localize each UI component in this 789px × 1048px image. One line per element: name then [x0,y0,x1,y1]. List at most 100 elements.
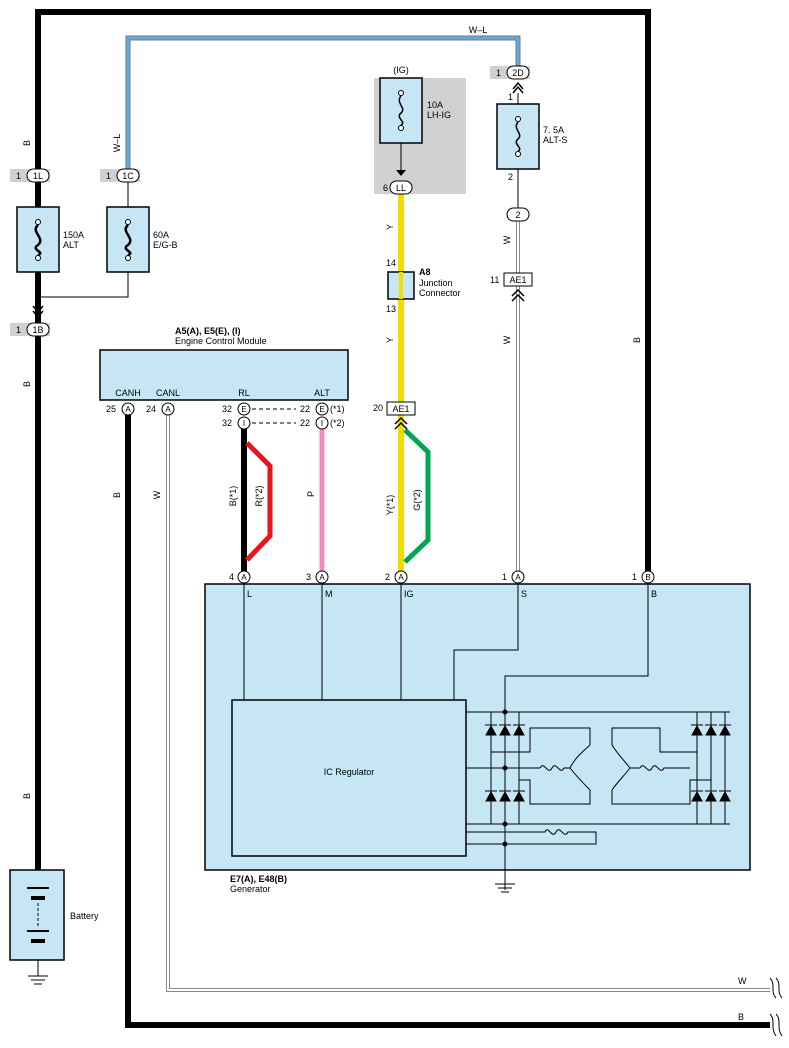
svg-text:CANL: CANL [156,388,180,398]
svg-text:I: I [243,419,245,428]
svg-text:E7(A), E48(B): E7(A), E48(B) [230,874,287,884]
svg-text:3: 3 [306,572,311,582]
battery-main-wire [35,9,651,870]
svg-text:Connector: Connector [419,288,461,298]
svg-text:2: 2 [385,572,390,582]
svg-text:B: B [645,573,650,582]
svg-text:A: A [398,573,404,582]
connector-ae1-lower: 20 AE1 [373,401,416,430]
svg-text:1: 1 [508,92,513,102]
svg-text:1L: 1L [33,171,43,181]
svg-text:11: 11 [490,275,499,285]
battery: Battery [9,869,99,985]
connector-1l: 1 1L [10,168,50,183]
svg-text:RL: RL [238,388,250,398]
p-label: P [306,491,316,497]
y-label-top: Y [385,224,395,230]
svg-text:ALT-S: ALT-S [543,135,567,145]
rl-red-wire [245,441,273,562]
svg-text:M: M [325,589,333,599]
svg-text:24: 24 [146,404,156,414]
svg-text:E: E [241,405,246,414]
engine-control-module: A5(A), E5(E), (I) Engine Control Module … [99,326,349,430]
wire-break-icon [769,977,783,1037]
svg-text:7. 5A: 7. 5A [543,125,564,135]
connector-1b: 1 1B [10,305,50,337]
fuse-alt: 150A ALT [16,182,84,273]
b-label-top-left: B [22,140,32,146]
generator-ground-icon [495,883,515,893]
wl-label-left: W–L [112,134,122,153]
generator: 4 A L 3 A M 2 A IG 1 A S 1 B B IC Regula… [204,570,751,894]
r2-label: R(*2) [254,485,264,506]
svg-text:A: A [241,573,247,582]
svg-text:B: B [651,589,657,599]
svg-text:L: L [247,589,252,599]
svg-text:1B: 1B [32,325,43,335]
svg-text:4: 4 [229,572,234,582]
wl-label-top: W–L [469,25,488,35]
svg-text:1: 1 [16,325,21,335]
svg-text:A: A [319,573,325,582]
svg-text:1C: 1C [122,171,134,181]
ic-regulator-label: IC Regulator [324,767,375,777]
svg-text:22: 22 [300,404,310,414]
b-label-mid-left: B [22,381,32,387]
svg-text:(*2): (*2) [330,418,345,428]
svg-text:10A: 10A [427,100,443,110]
canh-wire [125,415,770,1028]
svg-text:1: 1 [632,572,637,582]
fuse-egb: 60A E/G-B [106,182,178,273]
svg-text:32: 32 [222,418,232,428]
svg-text:20: 20 [373,403,383,413]
svg-text:LL: LL [396,183,406,193]
svg-text:6: 6 [383,183,388,193]
svg-text:2D: 2D [512,68,524,78]
svg-text:25: 25 [106,404,116,414]
svg-text:22: 22 [300,418,310,428]
svg-text:E: E [319,405,324,414]
b-label-lower-left: B [22,793,32,799]
svg-text:A: A [125,405,131,414]
connector-ae1-upper: 11 AE1 [490,272,533,302]
svg-text:ALT: ALT [314,388,330,398]
svg-text:CANH: CANH [115,388,141,398]
svg-text:14: 14 [386,258,396,268]
fuse-junction-lines [35,272,129,300]
svg-text:ALT: ALT [63,240,79,250]
svg-text:60A: 60A [153,230,169,240]
ig-green-wire [403,428,431,564]
battery-label: Battery [70,911,99,921]
w-label-canl: W [152,490,162,499]
svg-text:A: A [515,573,521,582]
g2-label: G(*2) [412,489,422,511]
b-label-bottom: B [738,1012,744,1022]
canl-wire [166,415,770,992]
svg-text:S: S [521,589,527,599]
svg-text:LH-IG: LH-IG [427,110,451,120]
junction-connector-a8: 14 13 A8 Junction Connector [386,258,461,314]
b1-label: B(*1) [228,486,238,507]
svg-text:150A: 150A [63,230,84,240]
svg-text:1: 1 [16,171,21,181]
svg-text:AE1: AE1 [392,404,409,414]
svg-text:A: A [165,405,171,414]
svg-text:1: 1 [496,68,501,78]
svg-text:1: 1 [106,171,111,181]
svg-text:A5(A), E5(E), (I): A5(A), E5(E), (I) [175,326,241,336]
rectifier-stator [466,709,731,890]
b-label-right: B [632,337,642,343]
svg-text:(IG): (IG) [393,65,409,75]
w-label-alts: W [502,235,512,244]
svg-text:Engine Control Module: Engine Control Module [175,336,267,346]
fuse-alts: 1 2D 1 2 7. 5A ALT-S 2 [490,65,567,222]
svg-text:A8: A8 [419,267,431,277]
wl-wire [125,35,521,170]
svg-text:IG: IG [404,589,414,599]
svg-text:(*1): (*1) [330,404,345,414]
svg-text:13: 13 [386,304,396,314]
svg-text:AE1: AE1 [509,275,526,285]
svg-text:E/G-B: E/G-B [153,240,178,250]
connector-1c: 1 1C [100,168,140,183]
